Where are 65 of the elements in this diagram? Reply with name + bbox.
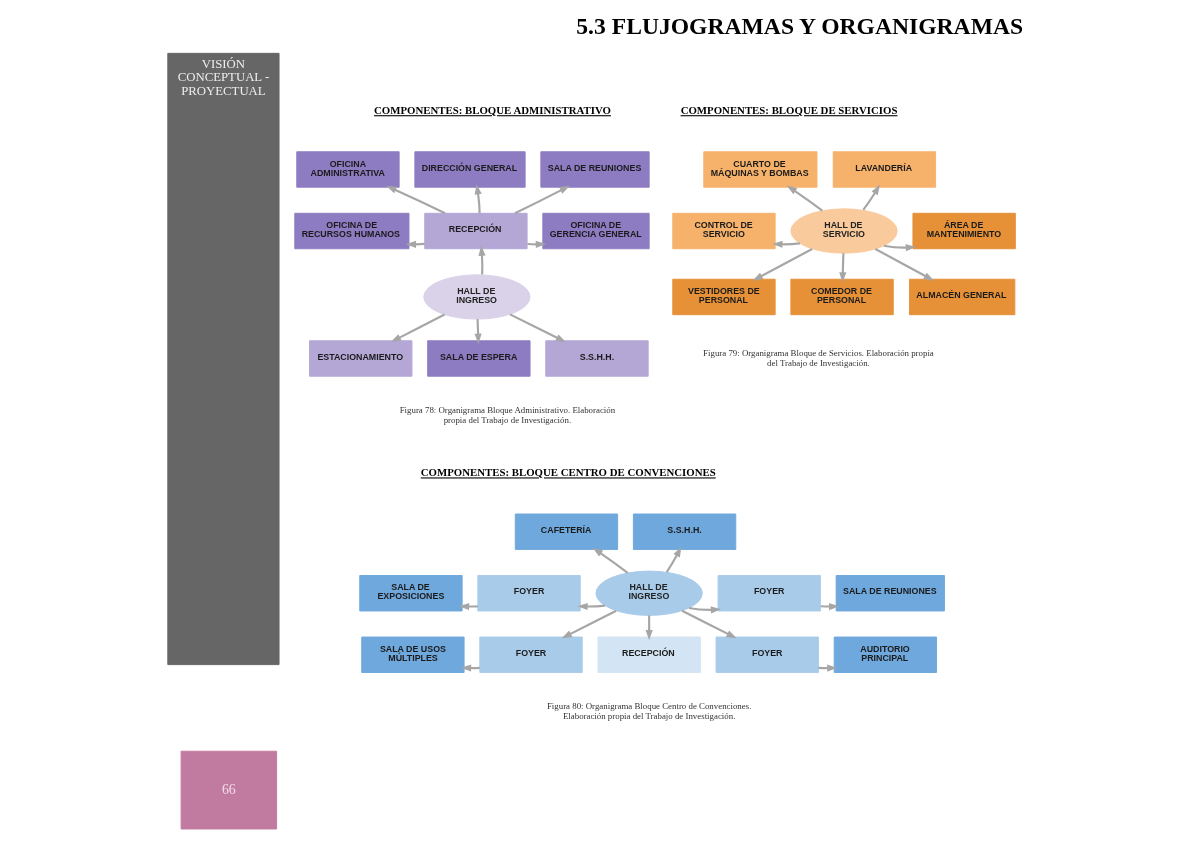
label: Figura 78: Organigrama Bloque Administrativo. Elaboración propia del Trabajo de Investigación. [399, 404, 615, 425]
node-box: SALA DE USOS MÚLTIPLES [360, 636, 465, 673]
node-box: ALMACÉN GENERAL [908, 278, 1015, 316]
node-box: CONTROL DE SERVICIO [671, 212, 776, 250]
arrow [576, 602, 605, 611]
arrow [509, 313, 566, 343]
label: COMPONENTES: BLOQUE DE SERVICIOS [680, 104, 897, 117]
node-box: DIRECCIÓN GENERAL [413, 151, 526, 188]
node-box: SALA DE ESPERA [426, 340, 531, 377]
arrow [474, 184, 482, 214]
arrow [592, 547, 628, 574]
arrow [688, 606, 721, 614]
arrow [458, 602, 478, 611]
node-box: SALA DE EXPOSICIONES [358, 575, 463, 612]
arrow [477, 245, 486, 275]
arrow [817, 664, 837, 672]
node-box: ÁREA DE MANTENIMIENTO [911, 212, 1016, 250]
node-box: 66 [180, 750, 277, 830]
node-ellipse: HALL DE SERVICIO [789, 208, 898, 254]
node-box: COMEDOR DE PERSONAL [789, 278, 894, 316]
arrow [838, 253, 846, 283]
arrow [771, 240, 800, 248]
node-box: SALA DE REUNIONES [835, 575, 945, 612]
node-box: FOYER [715, 636, 819, 673]
arrow [874, 248, 934, 281]
arrow [405, 240, 425, 248]
label: Figura 80: Organigrama Bloque Centro de Convenciones. Elaboración propia del Trabajo de Investigación. [546, 701, 751, 721]
node-box: CUARTO DE MÁQUINAS Y BOMBAS [702, 151, 817, 188]
node-box: VESTIDORES DE PERSONAL [671, 278, 776, 316]
node-box: RECEPCIÓN [423, 212, 528, 250]
node-box: RECEPCIÓN [596, 636, 701, 673]
arrow [460, 664, 480, 672]
arrow [390, 313, 445, 343]
arrow [473, 319, 482, 344]
node-box: OFICINA DE GERENCIA GENERAL [541, 212, 650, 250]
arrow [786, 185, 823, 212]
node-ellipse: HALL DE INGRESO [422, 274, 531, 320]
node-box: SALA DE REUNIONES [539, 151, 650, 188]
label: Figura 79: Organigrama Bloque de Servicios. Elaboración propia del Trabajo de Investigación. [702, 347, 934, 368]
node-box: VISIÓN CONCEPTUAL - PROYECTUAL [166, 52, 280, 666]
node-box: ESTACIONAMIENTO [308, 340, 412, 377]
arrow [861, 184, 880, 211]
arrow [645, 615, 653, 641]
node-box: AUDITORIO PRINCIPAL [833, 636, 937, 673]
arrow [681, 609, 737, 639]
node-box: FOYER [476, 575, 581, 612]
arrow [883, 244, 916, 252]
node-box: FOYER [478, 636, 583, 673]
node-box: S.S.H.H. [632, 513, 736, 550]
arrow [513, 185, 570, 215]
node-box: OFICINA ADMINISTRATIVA [295, 151, 400, 188]
node-box: S.S.H.H. [544, 340, 649, 377]
arrow [665, 546, 681, 573]
arrow [752, 248, 813, 281]
node-box: CAFETERÍA [514, 513, 618, 550]
node-box: FOYER [717, 575, 821, 612]
diagram-title: 5.3 FLUJOGRAMAS Y ORGANIGRAMAS [575, 12, 1023, 39]
label: COMPONENTES: BLOQUE CENTRO DE CONVENCIONES [420, 466, 716, 479]
node-ellipse: HALL DE INGRESO [595, 570, 703, 616]
node-box: LAVANDERÍA [832, 151, 936, 188]
arrow [385, 185, 446, 215]
node-box: OFICINA DE RECURSOS HUMANOS [293, 212, 409, 250]
label: COMPONENTES: BLOQUE ADMINISTRATIVO [373, 104, 611, 117]
arrow [561, 609, 617, 639]
arrow [820, 602, 839, 611]
